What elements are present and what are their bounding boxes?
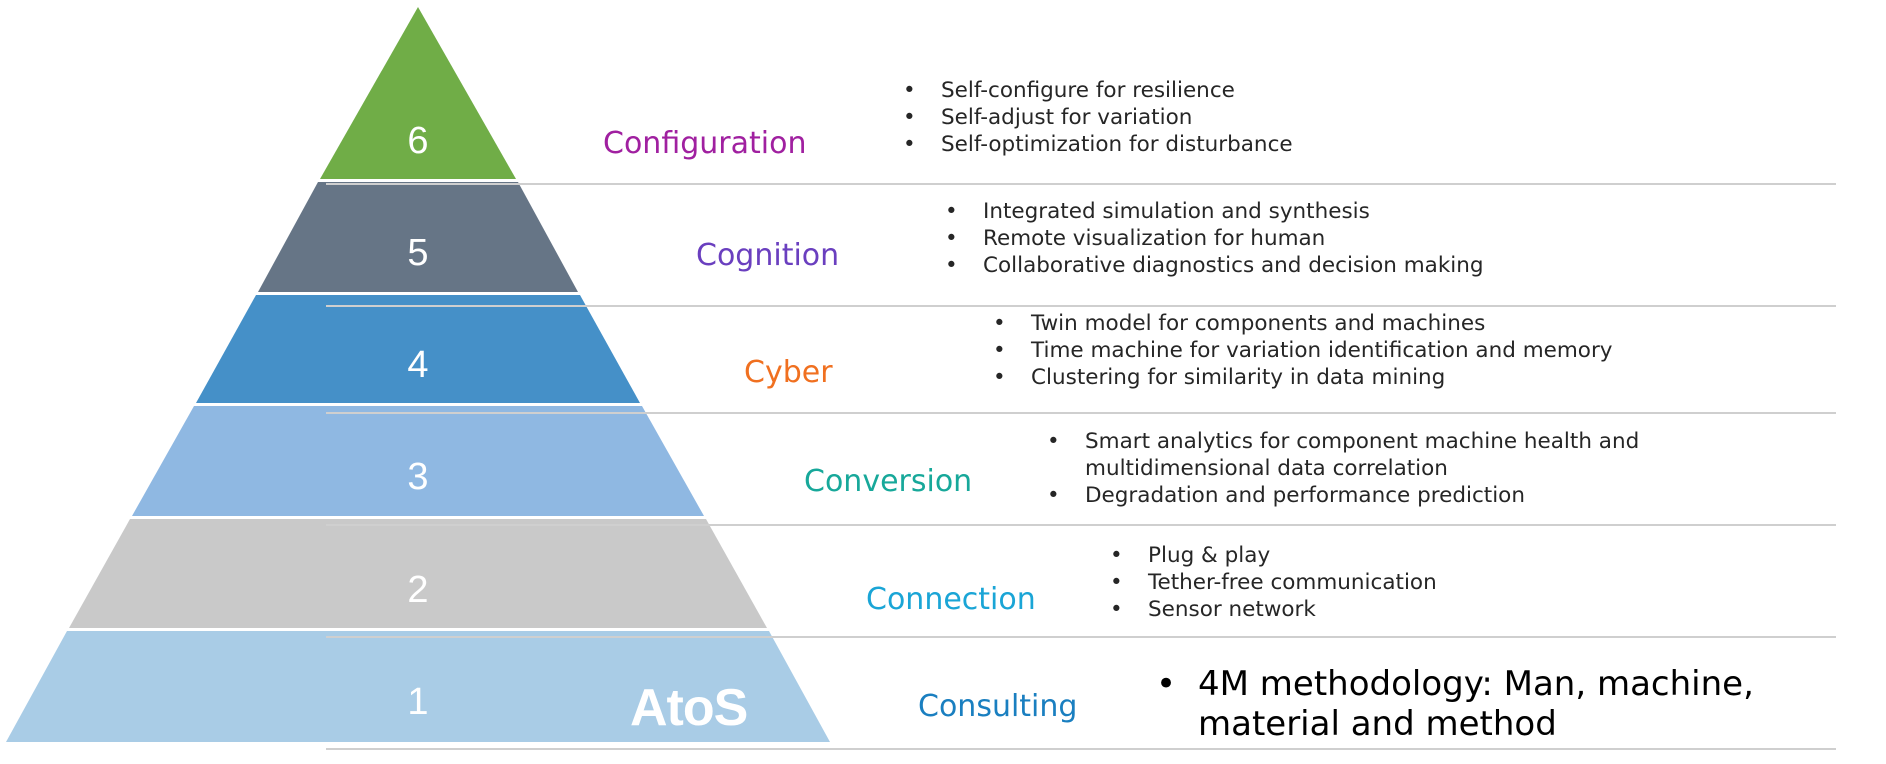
pyramid-tier-3: [132, 406, 704, 516]
bullet-item: Sensor network: [1110, 596, 1437, 623]
row-separator: [326, 636, 1836, 638]
row-separator: [326, 524, 1836, 526]
row-separator: [326, 183, 1836, 185]
bullet-item: Remote visualization for human: [945, 225, 1484, 252]
bullets-connection: Plug & play Tether-free communication Se…: [1110, 542, 1437, 623]
tier-number-3: 3: [407, 456, 429, 498]
pyramid-tier-5: [258, 182, 578, 292]
tier-number-1: 1: [407, 681, 429, 723]
row-separator: [326, 748, 1836, 750]
bullet-item: Plug & play: [1110, 542, 1437, 569]
tier-number-5: 5: [407, 232, 429, 274]
tier-number-2: 2: [407, 569, 429, 611]
bullet-item: Degradation and performance prediction: [1047, 482, 1645, 509]
bullet-item: Tether-free communication: [1110, 569, 1437, 596]
bullet-item: Self-configure for resilience: [903, 77, 1293, 104]
row-separator: [326, 305, 1836, 307]
bullets-cognition: Integrated simulation and synthesis Remo…: [945, 198, 1484, 279]
bullets-consulting: 4M methodology: Man, machine, material a…: [1156, 664, 1758, 744]
bullet-item: Twin model for components and machines: [993, 310, 1613, 337]
pyramid-tier-4: [196, 295, 640, 403]
bullet-item: Time machine for variation identificatio…: [993, 337, 1613, 364]
bullets-configuration: Self-configure for resilience Self-adjus…: [903, 77, 1293, 158]
level-label-configuration: Configuration: [603, 126, 807, 161]
level-label-conversion: Conversion: [804, 464, 973, 499]
level-label-cognition: Cognition: [696, 238, 840, 273]
level-label-cyber: Cyber: [744, 355, 833, 390]
bullet-item: Collaborative diagnostics and decision m…: [945, 252, 1484, 279]
level-label-consulting: Consulting: [918, 689, 1078, 724]
bullet-item: Integrated simulation and synthesis: [945, 198, 1484, 225]
tier-number-6: 6: [407, 120, 429, 162]
bullet-item: Self-adjust for variation: [903, 104, 1293, 131]
pyramid-tier-6: [320, 7, 516, 179]
pyramid-tier-1: [6, 631, 830, 742]
bullets-conversion: Smart analytics for component machine he…: [1047, 428, 1645, 509]
bullet-item: Clustering for similarity in data mining: [993, 364, 1613, 391]
pyramid-tier-2: [69, 519, 767, 628]
bullet-item: Self-optimization for disturbance: [903, 131, 1293, 158]
level-label-connection: Connection: [866, 582, 1036, 617]
bullets-cyber: Twin model for components and machines T…: [993, 310, 1613, 391]
atos-logo: AtoS: [630, 679, 748, 737]
bullet-item: 4M methodology: Man, machine, material a…: [1156, 664, 1758, 744]
row-separator: [326, 412, 1836, 414]
tier-number-4: 4: [407, 344, 429, 386]
bullet-item: Smart analytics for component machine he…: [1047, 428, 1645, 482]
